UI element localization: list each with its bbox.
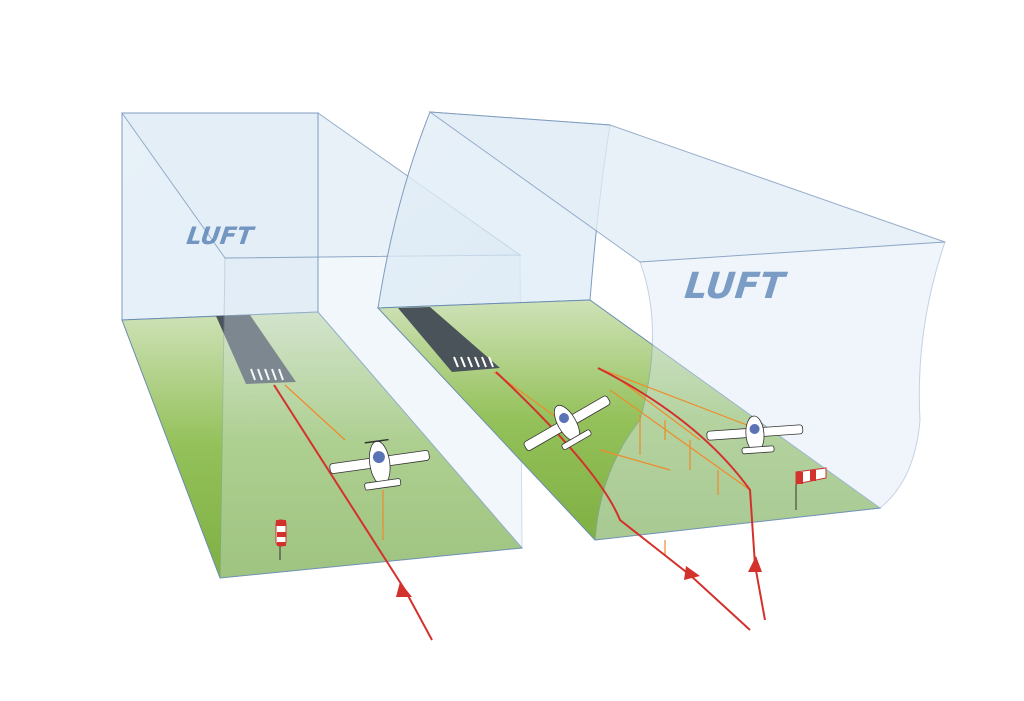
left-runway-markings: [250, 368, 284, 381]
left-air-box: LUFT: [121, 112, 524, 579]
airplane-left: [329, 438, 430, 491]
right-flight-path-1: [495, 371, 751, 631]
left-runway: [216, 315, 296, 384]
arrow-icon: [684, 566, 700, 580]
left-ground: [121, 311, 524, 579]
right-runway-markings: [453, 356, 494, 368]
arrow-icon: [748, 556, 762, 572]
arrow-icon: [396, 582, 412, 597]
airplane-right: [706, 415, 804, 455]
thermal-lines: [284, 367, 761, 555]
right-front-face: [594, 241, 946, 541]
right-luft-label: LUFT: [683, 265, 789, 307]
windsock-right: [795, 467, 827, 510]
right-flight-path-2: [597, 367, 766, 621]
right-ground: [376, 299, 882, 541]
windsock-left: [275, 519, 287, 560]
left-luft-label: LUFT: [185, 222, 258, 250]
right-top-face: [428, 111, 946, 263]
airplane-middle: [523, 395, 611, 451]
right-runway: [398, 307, 500, 372]
right-air-box: LUFT: [376, 111, 946, 541]
flight-direction-arrows: [396, 556, 762, 597]
